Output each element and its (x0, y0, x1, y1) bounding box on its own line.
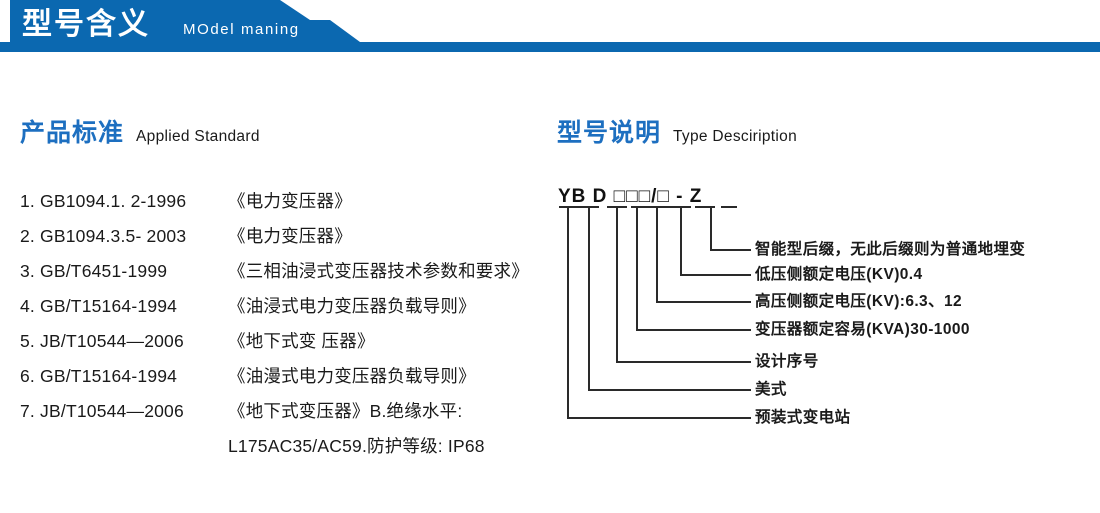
header-banner: 型号含义 MOdel maning (0, 0, 1100, 55)
type-description-heading: 型号说明 Type Desciription (557, 113, 797, 149)
standard-code: 5. JB/T10544—2006 (20, 331, 184, 351)
standards-list-item: 4. GB/T15164-1994 《油浸式电力变压器负载导则》 (20, 293, 550, 328)
standards-list-item: 7. JB/T10544—2006 《地下式变压器》B.绝缘水平: (20, 398, 550, 433)
standard-code: 2. GB1094.3.5- 2003 (20, 226, 187, 246)
standard-name: 《地下式变 压器》 (228, 331, 375, 351)
standard-code: 4. GB/T15164-1994 (20, 296, 178, 316)
standards-list-item: 5. JB/T10544—2006 《地下式变 压器》 (20, 328, 550, 363)
standards-list-item: 6. GB/T15164-1994 《油漫式电力变压器负载导则》 (20, 363, 550, 398)
standard-name: 《地下式变压器》B.绝缘水平: (228, 401, 463, 421)
standard-name-continuation: L175AC35/AC59.防护等级: IP68 (228, 436, 485, 456)
callout-label-hv-voltage: 高压侧额定电压(KV):6.3、12 (755, 293, 963, 310)
standards-list-item-continuation: L175AC35/AC59.防护等级: IP68 (20, 433, 550, 473)
callout-label-rated-capacity: 变压器额定容易(KVA)30-1000 (755, 321, 970, 338)
standard-code: 3. GB/T6451-1999 (20, 261, 168, 281)
standard-code: 1. GB1094.1. 2-1996 (20, 191, 187, 211)
model-code-diagram: YB D □□□/□ - Z (550, 185, 1095, 440)
callout-label-prefab-substation: 预装式变电站 (755, 409, 851, 426)
callout-label-design-serial: 设计序号 (755, 353, 819, 370)
callout-label-intelligent-suffix: 智能型后缀，无此后缀则为普通地埋变 (755, 241, 1026, 258)
type-description-heading-en: Type Desciription (673, 128, 797, 145)
banner-background-shape (0, 0, 1100, 52)
callout-leader-lines (559, 206, 751, 419)
type-description-heading-cn: 型号说明 (557, 119, 662, 147)
banner-title-english: MOdel maning (183, 21, 300, 38)
standards-list-item: 1. GB1094.1. 2-1996 《电力变压器》 (20, 188, 550, 223)
standard-name: 《电力变压器》 (228, 226, 352, 246)
standard-name: 《电力变压器》 (228, 191, 352, 211)
standards-list-item: 3. GB/T6451-1999 《三相油浸式变压器技术参数和要求》 (20, 258, 550, 293)
callout-label-american-type: 美式 (755, 381, 787, 398)
standards-list: 1. GB1094.1. 2-1996 《电力变压器》 2. GB1094.3.… (20, 188, 550, 473)
standards-list-item: 2. GB1094.3.5- 2003 《电力变压器》 (20, 223, 550, 258)
standard-name: 《三相油浸式变压器技术参数和要求》 (228, 261, 529, 281)
standard-code: 6. GB/T15164-1994 (20, 366, 178, 386)
banner-title-chinese: 型号含义 (22, 8, 150, 41)
applied-standard-heading-cn: 产品标准 (20, 119, 125, 147)
applied-standard-heading-en: Applied Standard (136, 128, 260, 145)
model-code-string: YB D □□□/□ - Z (558, 186, 703, 207)
standard-name: 《油浸式电力变压器负载导则》 (228, 296, 476, 316)
applied-standard-heading: 产品标准 Applied Standard (20, 113, 260, 149)
callout-label-lv-voltage: 低压侧额定电压(KV)0.4 (755, 266, 923, 283)
standard-code: 7. JB/T10544—2006 (20, 401, 184, 421)
standard-name: 《油漫式电力变压器负载导则》 (228, 366, 476, 386)
